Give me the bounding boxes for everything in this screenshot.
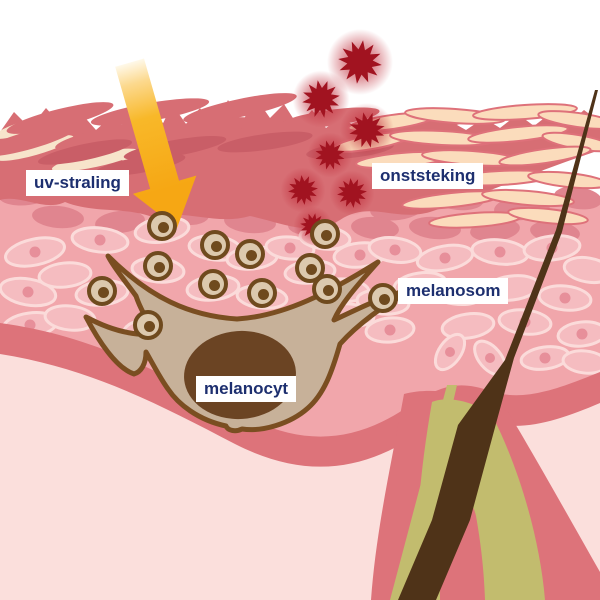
melanosome — [147, 211, 177, 241]
melanosome — [133, 310, 163, 340]
label-onststeking: onststeking — [372, 163, 484, 189]
melanosome — [247, 278, 277, 308]
label-melanocyt: melanocyt — [196, 376, 297, 402]
label-uv-straling: uv-straling — [26, 170, 129, 196]
melanosome — [198, 269, 228, 299]
label-melanosom: melanosom — [398, 278, 509, 304]
hair-shaft — [398, 90, 598, 600]
melanosome — [368, 283, 398, 313]
melanosome — [312, 274, 342, 304]
melanosome — [143, 251, 173, 281]
uv-arrow — [115, 58, 197, 228]
melanosome — [200, 230, 230, 260]
melanosome — [87, 276, 117, 306]
melanosome — [310, 219, 340, 249]
melanosome — [235, 239, 265, 269]
inner-root-sheath — [390, 385, 457, 600]
